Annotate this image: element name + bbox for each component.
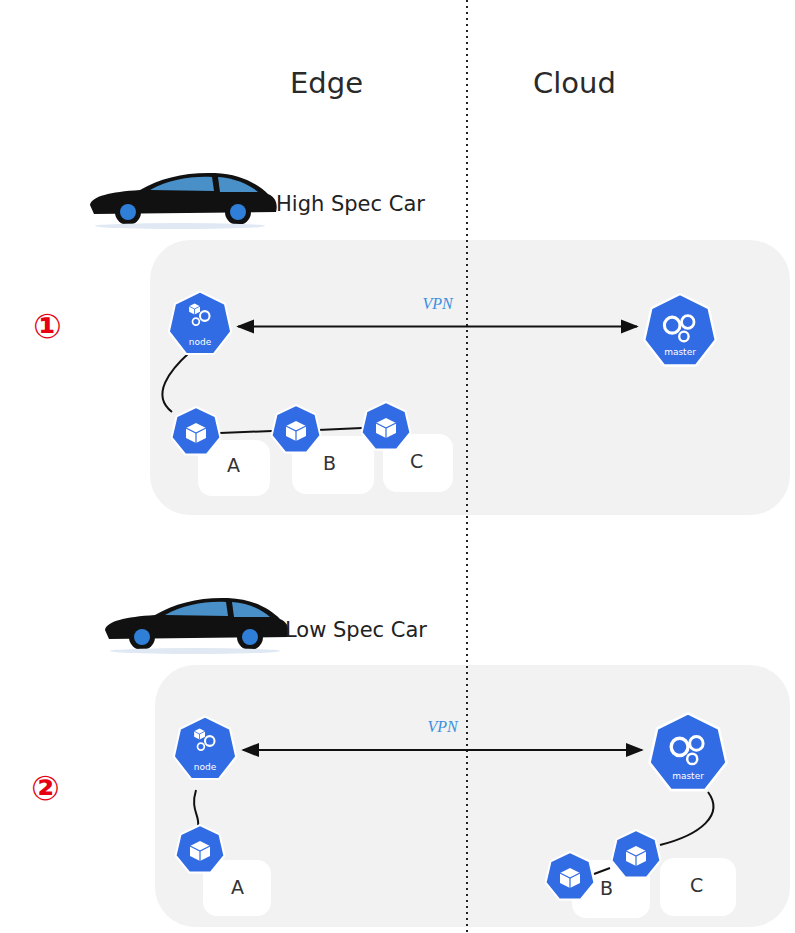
group-panel [150, 240, 790, 515]
heptagon-shape [641, 290, 719, 370]
node-label: master [641, 347, 719, 357]
car-label: Low Spec Car [285, 618, 427, 642]
heptagon-shape [646, 709, 730, 795]
label-pad [198, 434, 736, 918]
pod-icon [176, 825, 225, 873]
worker-node-icon: node [166, 288, 234, 358]
pod-icon [172, 407, 221, 455]
pod-label: C [410, 450, 423, 472]
pod-icon [362, 402, 411, 450]
divider-line [466, 0, 468, 933]
car-label: High Spec Car [276, 192, 425, 216]
group-panel [155, 665, 790, 927]
pod-label: B [600, 877, 613, 899]
callout-number: ② [31, 768, 60, 808]
callout-number: ① [33, 306, 62, 346]
pod-label: A [227, 454, 240, 476]
master-node-icon: master [641, 290, 719, 370]
heptagon-shape [171, 713, 239, 783]
heptagon-shape [166, 288, 234, 358]
node-label: node [166, 337, 234, 347]
car-icon [105, 598, 289, 654]
pod-link [162, 352, 713, 874]
edge-label: VPN [424, 718, 460, 736]
pod-icon [612, 830, 661, 878]
master-node-icon: master [646, 709, 730, 795]
car-icon [90, 173, 277, 229]
region-heading: Edge [290, 66, 363, 100]
pod-label: A [231, 876, 244, 898]
region-heading: Cloud [533, 66, 616, 100]
pod-icons [172, 402, 661, 900]
vpn-connector [238, 326, 637, 328]
vpn-connector [243, 749, 642, 751]
pod-icon [546, 852, 595, 900]
pod-label: C [690, 874, 703, 896]
node-label: master [646, 771, 730, 781]
node-label: node [171, 762, 239, 772]
pod-icon [272, 405, 321, 453]
pod-label: B [323, 452, 336, 474]
edge-label: VPN [419, 295, 455, 313]
worker-node-icon: node [171, 713, 239, 783]
